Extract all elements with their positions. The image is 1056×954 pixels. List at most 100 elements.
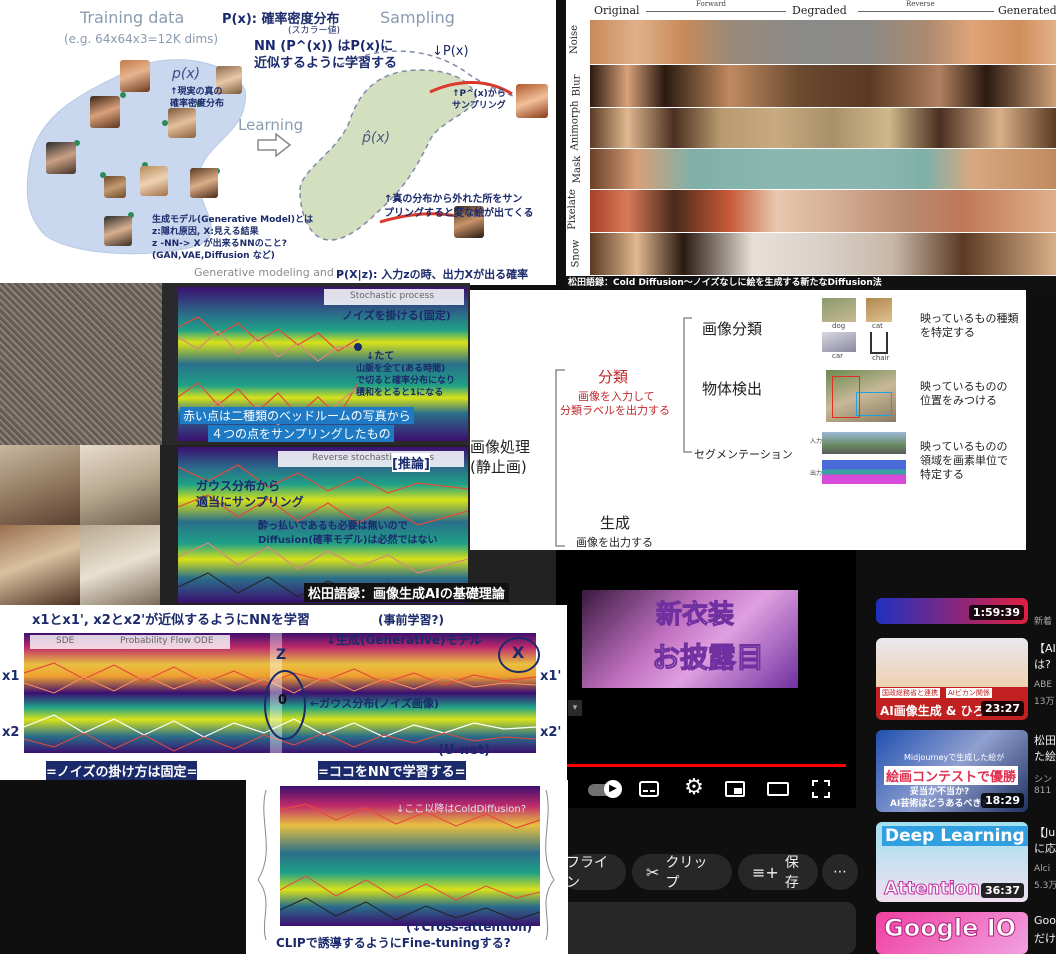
pxz-note: P(X|z): 入力zの時、出力Xが出る確率 <box>336 268 529 281</box>
subtitles-icon[interactable] <box>638 778 660 800</box>
sidebar-channel[interactable]: ABE <box>1034 680 1053 690</box>
face-thumbnail <box>46 142 76 174</box>
nn-line2: 近似するように学習する <box>254 56 398 71</box>
red-dot-caption1: 赤い点は二種類のベッドルームの写真から <box>180 407 414 424</box>
mountain-note3: 積和をとると1になる <box>356 388 444 398</box>
dims-label: (e.g. 64x64x3=12K dims) <box>64 32 219 46</box>
face-thumbnail <box>216 66 242 94</box>
sidebar-video-title-2[interactable]: た絵 <box>1034 750 1056 763</box>
x-circle <box>498 637 540 673</box>
seg-output-label: 出力 <box>810 470 823 477</box>
desc-detection-1: 映っているものの <box>920 380 1008 393</box>
unet-label: (U-net) <box>438 743 491 758</box>
settings-icon[interactable]: ⚙ <box>684 775 704 800</box>
real-dist-note2: 確率密度分布 <box>170 99 225 109</box>
video-overlay-title2: お披露目 <box>651 641 765 675</box>
x1-label: x1 <box>2 669 20 684</box>
grid-row-mask <box>590 149 1056 189</box>
sidebar-video-title[interactable]: 松田 <box>1034 734 1056 747</box>
thumb-chip: 国政総務省と連携 <box>880 688 940 698</box>
inference-tag: [推論] <box>392 453 430 472</box>
generate-sub: 画像を出力する <box>576 536 653 549</box>
face-thumbnail <box>454 206 484 238</box>
gauss-note1: ガウス分布から <box>196 479 281 493</box>
clip-label: クリップ <box>665 855 708 891</box>
seg-output-image <box>822 460 906 484</box>
fullscreen-icon[interactable] <box>810 778 832 800</box>
sidebar-video-title-2[interactable]: に応 <box>1034 842 1056 855</box>
pretrain-note: (事前学習?) <box>378 613 444 627</box>
sidebar-channel[interactable]: Alci <box>1034 864 1051 874</box>
slide-image-processing: 画像処理 (静止画) 分類 画像を入力して 分類ラベルを出力する 画像分類 物体… <box>470 290 1026 550</box>
thumb-label-chair: chair <box>872 354 890 362</box>
sidebar-video-title[interactable]: 【Ju <box>1034 826 1056 839</box>
sidebar-video-thumb[interactable]: Deep Learning Attention 36:37 <box>876 822 1028 902</box>
video-frame <box>582 590 798 688</box>
more-icon: ⋯ <box>833 864 847 880</box>
sidebar-channel[interactable]: シン <box>1034 775 1053 785</box>
row-label-noise: Noise <box>569 24 581 55</box>
desc-segmentation-1: 映っているものの <box>920 440 1008 453</box>
header-forward: Forward <box>696 0 727 8</box>
grid-row-snow <box>590 233 1056 275</box>
sampling-title: Sampling <box>380 8 455 27</box>
header-degraded: Degraded <box>792 4 847 17</box>
offline-button[interactable]: フライン <box>560 854 626 891</box>
video-duration: 36:37 <box>980 883 1024 898</box>
more-actions-button[interactable]: ⋯ <box>822 854 858 890</box>
x2-label: x2 <box>2 725 20 740</box>
gen-model-line3: z -NN-> X が出来るNNのこと? <box>152 239 287 249</box>
sidebar-video-title[interactable]: Goo <box>1034 914 1056 927</box>
row-label-pixelate: Pixelate <box>566 189 578 230</box>
sidebar-video-title[interactable]: 【AI <box>1034 642 1056 655</box>
gen-model-line2: z:隠れ原因, X:見える結果 <box>152 227 259 237</box>
video-duration: 18:29 <box>980 793 1024 808</box>
cross-attention-note: (↓Cross-attention) <box>406 920 533 934</box>
video-overlay-title1: 新衣装 <box>655 600 735 631</box>
thumb-line2: 妥当か不当か? <box>910 787 970 797</box>
slide-sde-ode: x1とx1', x2とx2'が近似するようにNNを学習 (事前学習?) SDE … <box>0 605 567 780</box>
nn-line1: NN (P^(x)) はP(x)に <box>254 39 394 54</box>
theater-mode-icon[interactable] <box>766 778 790 800</box>
fixed-noise-note: =ノイズの掛け方は固定= <box>46 761 198 780</box>
thumb-label-car: car <box>832 352 844 360</box>
noise-fixed-note: ノイズを掛ける(固定) <box>342 309 451 322</box>
basic-theory-caption: 松田語録：画像生成AIの基礎理論 <box>304 583 509 602</box>
sidebar-video-title-2[interactable]: だけ <box>1034 932 1056 945</box>
red-dot-caption2: ４つの点をサンプリングしたもの <box>208 425 394 442</box>
z-circle <box>264 670 306 740</box>
desc-classification-2: を特定する <box>920 326 975 339</box>
reverse-paths <box>178 464 468 600</box>
video-player[interactable]: 新衣装 お披露目 ▶ ⚙ <box>556 550 856 808</box>
legend-ode: Probability Flow ODE <box>120 636 214 646</box>
classify-sub2: 分類ラベルを出力する <box>560 404 670 417</box>
z-label: Z <box>276 647 287 663</box>
slide-cross-attention: ↓ここ以降はColdDiffusion? (↓Cross-attention) … <box>246 780 568 954</box>
video-progress-bar[interactable] <box>566 764 846 767</box>
face-thumbnail <box>90 96 120 128</box>
face-thumbnail <box>104 216 132 246</box>
sidebar-video-title-2[interactable]: は? <box>1034 658 1051 671</box>
x1-prime-label: x1' <box>540 669 562 684</box>
x-label: X <box>512 643 525 662</box>
scroll-down-icon[interactable]: ▾ <box>568 700 582 716</box>
description-box[interactable] <box>560 902 856 954</box>
save-button[interactable]: ≡+ 保存 <box>738 854 818 891</box>
sidebar-video-thumb[interactable]: Google IO <box>876 912 1028 954</box>
sidebar-video-thumb[interactable]: Midjourneyで生成した絵が 絵画コンテストで優勝 妥当か不当か? AI芸… <box>876 730 1028 812</box>
header-generated: Generated <box>998 4 1056 17</box>
grid-row-blur <box>590 65 1056 107</box>
sample-dot <box>196 100 202 106</box>
sample-dot <box>100 172 106 178</box>
bedroom-image <box>0 525 80 605</box>
thumb-dog <box>822 298 856 322</box>
clip-button[interactable]: ✂ クリップ <box>632 854 732 891</box>
sidebar-video-thumb[interactable]: 1:59:39 <box>876 598 1028 624</box>
true-dist-note1: ↑真の分布から外れた所をサン <box>384 194 523 205</box>
clip-finetune-note: CLIPで誘導するようにFine-tuningする? <box>276 936 511 950</box>
miniplayer-icon[interactable] <box>724 778 746 800</box>
sample-dot <box>120 92 126 98</box>
object-detection-label: 物体検出 <box>702 380 763 398</box>
grid-row-pixelate <box>590 190 1056 232</box>
sidebar-video-thumb[interactable]: 国政総務省と連携 AIビカン関係 AI画像生成 & ひろ 23:27 <box>876 638 1028 720</box>
